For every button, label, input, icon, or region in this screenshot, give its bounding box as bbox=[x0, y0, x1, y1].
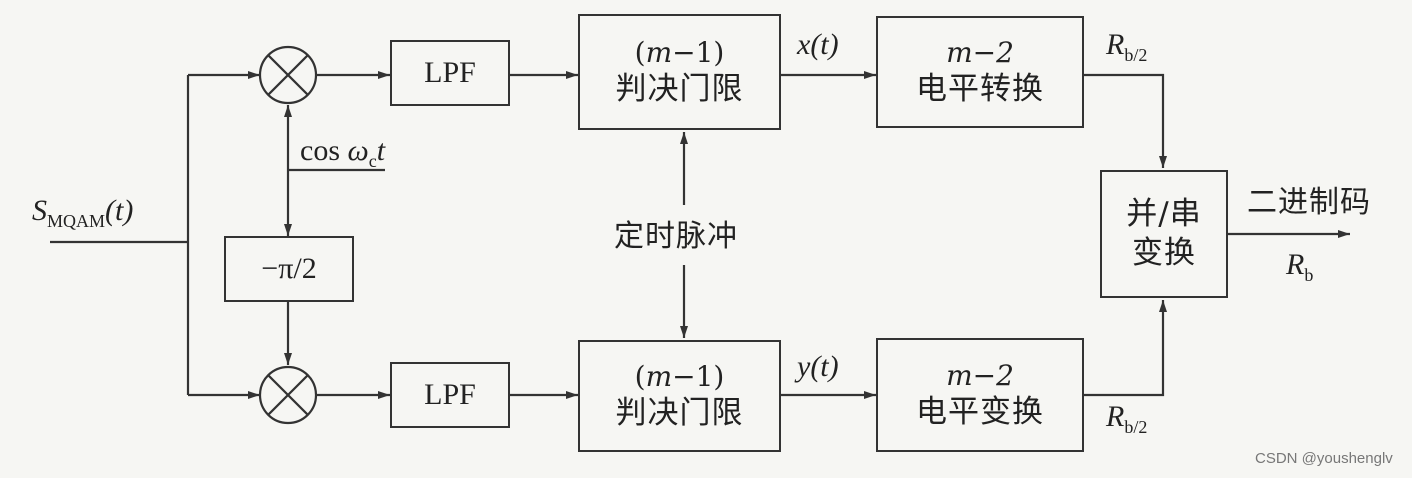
level-top-line1: m−2 bbox=[946, 36, 1014, 70]
ps-line2: 变换 bbox=[1132, 235, 1196, 271]
timing-pulse-label: 定时脉冲 bbox=[614, 219, 738, 254]
bottom-mixer bbox=[258, 365, 318, 425]
y-signal-label: y(t) bbox=[797, 350, 839, 383]
lpf-bottom-label: LPF bbox=[424, 378, 476, 412]
decision-bottom-line1: (m−1) bbox=[634, 360, 725, 394]
x-signal-label: x(t) bbox=[797, 28, 839, 61]
decision-threshold-bottom-block: (m−1) 判决门限 bbox=[578, 340, 781, 452]
input-signal-label: SMQAM(t) bbox=[32, 194, 134, 231]
level-top-line2: 电平转换 bbox=[916, 71, 1044, 108]
output-label: 二进制码 bbox=[1247, 185, 1371, 220]
decision-top-line2: 判决门限 bbox=[615, 71, 744, 108]
level-conversion-top-block: m−2 电平转换 bbox=[876, 16, 1084, 128]
decision-threshold-top-block: (m−1) 判决门限 bbox=[578, 14, 781, 130]
phase-shift-label: −π/2 bbox=[261, 252, 317, 286]
decision-bottom-line2: 判决门限 bbox=[615, 395, 744, 432]
output-rate-label: Rb bbox=[1286, 248, 1314, 285]
level-conversion-bottom-block: m−2 电平变换 bbox=[876, 338, 1084, 452]
ps-line1: 并/串 bbox=[1126, 196, 1202, 233]
carrier-label: cos ωct bbox=[300, 134, 386, 171]
decision-top-line1: (m−1) bbox=[634, 36, 725, 70]
parallel-serial-converter-block: 并/串 变换 bbox=[1100, 170, 1228, 298]
rate-bottom-label: Rb/2 bbox=[1106, 400, 1148, 437]
phase-shift-block: −π/2 bbox=[224, 236, 354, 302]
wire-top-level-ps bbox=[1084, 73, 1167, 168]
top-mixer bbox=[258, 45, 318, 105]
lpf-bottom-block: LPF bbox=[390, 362, 510, 428]
level-bottom-line2: 电平变换 bbox=[916, 394, 1044, 431]
lpf-top-label: LPF bbox=[424, 56, 476, 90]
rate-top-label: Rb/2 bbox=[1106, 28, 1148, 65]
watermark: CSDN @youshenglv bbox=[1255, 450, 1393, 467]
level-bottom-line1: m−2 bbox=[946, 359, 1014, 393]
lpf-top-block: LPF bbox=[390, 40, 510, 106]
wire-bottom-level-ps bbox=[1084, 300, 1167, 397]
